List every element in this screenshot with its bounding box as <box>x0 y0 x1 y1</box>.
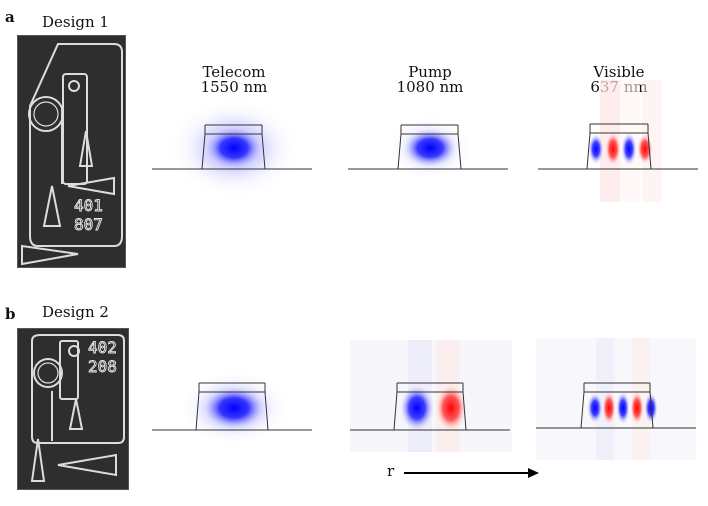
mode-a-pump <box>348 110 512 205</box>
column-pump-name: Pump <box>408 63 452 81</box>
mode-a-telecom <box>152 96 316 205</box>
sem-1-label-line-2: 807 <box>74 215 103 234</box>
column-telecom-wavelength: 1550 nm <box>200 78 268 96</box>
design-2-title: Design 2 <box>42 303 109 321</box>
mode-b-pump <box>350 340 514 455</box>
sem-image-design-2: 402 208 <box>17 328 129 490</box>
mode-b-telecom <box>152 360 316 455</box>
design-1-title: Design 1 <box>42 13 109 31</box>
column-telecom-header: Telecom 1550 nm <box>174 65 294 95</box>
mode-a-visible <box>538 80 702 205</box>
column-telecom-name: Telecom <box>202 63 266 81</box>
sem-image-design-1: 401 807 <box>17 35 126 268</box>
sem-2-label-line-1: 402 <box>88 338 117 357</box>
sem-2-label-line-2: 208 <box>88 357 117 376</box>
mode-b-visible <box>536 338 700 463</box>
panel-b-letter: b <box>5 305 16 323</box>
column-pump-header: Pump 1080 nm <box>370 65 490 95</box>
sem-1-label-line-1: 401 <box>74 196 103 215</box>
radial-axis-arrow <box>402 465 542 485</box>
panel-a-letter: a <box>5 8 15 26</box>
column-pump-wavelength: 1080 nm <box>396 78 464 96</box>
column-visible-name: Visible <box>593 63 645 81</box>
radial-axis-label: r <box>387 462 395 480</box>
